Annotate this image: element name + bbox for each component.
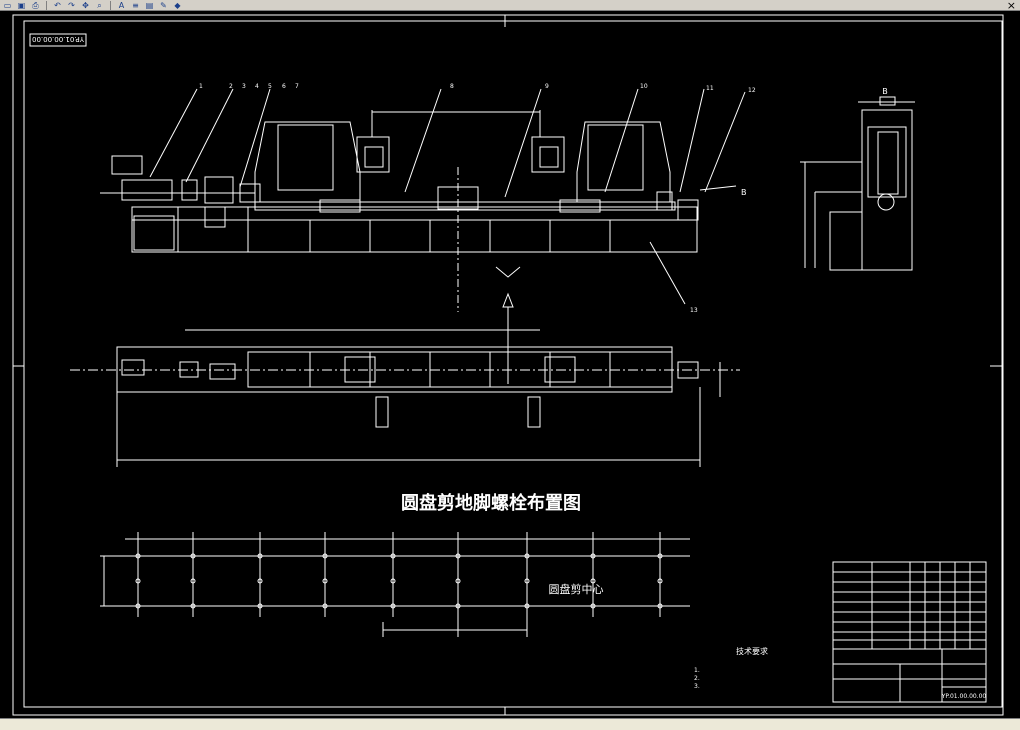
bolt-hole — [135, 578, 141, 584]
part-number-label: 4 — [255, 83, 259, 90]
bolt-hole — [524, 603, 530, 609]
bolt-hole — [322, 603, 328, 609]
inner-frame — [23, 20, 1003, 708]
side-view — [800, 96, 915, 271]
part-number-label: 9 — [545, 83, 549, 90]
part-number-label: 11 — [706, 85, 714, 92]
drawing-canvas[interactable]: 圆盘剪地脚螺栓布置图 圆盘剪中心 YP.01.00.00.00 B B 技术要求… — [0, 12, 1020, 718]
bolt-hole — [455, 578, 461, 584]
part-number-label: 8 — [450, 83, 454, 90]
tech-requirements-title: 技术要求 — [736, 646, 768, 656]
bolt-plan — [100, 532, 690, 637]
status-bar — [0, 718, 1020, 730]
drawing-number-rotated: YP.01.00.00.00 — [32, 35, 85, 43]
close-icon[interactable]: ◆ — [174, 0, 181, 10]
bolt-hole — [455, 553, 461, 559]
part-number-label: 6 — [282, 83, 286, 90]
close-icon[interactable]: × — [1006, 0, 1016, 12]
part-number-label: 13 — [690, 307, 698, 314]
toolbar-separator — [46, 0, 47, 10]
bolt-hole — [135, 603, 141, 609]
bolt-hole — [190, 603, 196, 609]
title-block-code: YP.01.00.00.00 — [941, 693, 987, 700]
open-icon[interactable]: ▭ — [3, 0, 12, 10]
bolt-hole — [257, 578, 263, 584]
tech-note-1: 1. — [694, 667, 700, 674]
properties-icon[interactable]: ▤ — [145, 0, 154, 10]
bolt-hole — [657, 553, 663, 559]
bolt-hole — [257, 553, 263, 559]
center-label: 圆盘剪中心 — [549, 582, 604, 596]
bolt-hole — [657, 603, 663, 609]
bolt-hole — [590, 578, 596, 584]
bolt-hole — [190, 578, 196, 584]
bolt-hole — [390, 553, 396, 559]
bolt-hole — [390, 578, 396, 584]
bolt-hole — [257, 603, 263, 609]
save-icon[interactable]: ▣ — [17, 0, 26, 10]
bolt-hole — [524, 553, 530, 559]
bolt-hole — [590, 553, 596, 559]
toolbar: ▭ ▣ ⎙ ↶ ↷ ✥ ⌕ A ≡ ▤ ✎ ◆ — [0, 0, 1020, 11]
bolt-hole — [657, 578, 663, 584]
layer-icon[interactable]: ≡ — [132, 0, 139, 10]
part-number-label: 7 — [295, 83, 299, 90]
part-number-label: 12 — [748, 87, 756, 94]
undo-icon[interactable]: ↶ — [54, 0, 61, 10]
tech-note-3: 3. — [694, 683, 700, 690]
part-number-label: 1 — [199, 83, 203, 90]
part-number-label: 10 — [640, 83, 648, 90]
section-title: B — [882, 87, 888, 96]
part-number-label: 3 — [242, 83, 246, 90]
print-icon[interactable]: ⎙ — [32, 0, 39, 10]
bolt-hole — [455, 603, 461, 609]
plan-view — [70, 329, 740, 467]
cad-drawing: 圆盘剪地脚螺栓布置图 圆盘剪中心 YP.01.00.00.00 B B 技术要求… — [12, 14, 1004, 716]
title-block — [832, 561, 987, 703]
part-number-label: 2 — [229, 83, 233, 90]
bolt-hole — [524, 578, 530, 584]
tech-note-2: 2. — [694, 675, 700, 682]
drawing-title: 圆盘剪地脚螺栓布置图 — [401, 492, 581, 514]
text-style-icon[interactable]: A — [118, 0, 125, 10]
pan-icon[interactable]: ✥ — [82, 0, 89, 10]
match-icon[interactable]: ✎ — [160, 0, 167, 10]
section-marker: B — [741, 188, 747, 197]
redo-icon[interactable]: ↷ — [68, 0, 75, 10]
bolt-hole — [390, 603, 396, 609]
outer-frame — [12, 14, 1004, 716]
bolt-hole — [322, 553, 328, 559]
part-number-label: 5 — [268, 83, 272, 90]
bolt-hole — [190, 553, 196, 559]
elevation-view — [100, 88, 746, 384]
bolt-hole — [322, 578, 328, 584]
toolbar-separator — [110, 0, 111, 10]
bolt-hole — [590, 603, 596, 609]
bolt-hole — [135, 553, 141, 559]
zoom-icon[interactable]: ⌕ — [97, 0, 102, 10]
